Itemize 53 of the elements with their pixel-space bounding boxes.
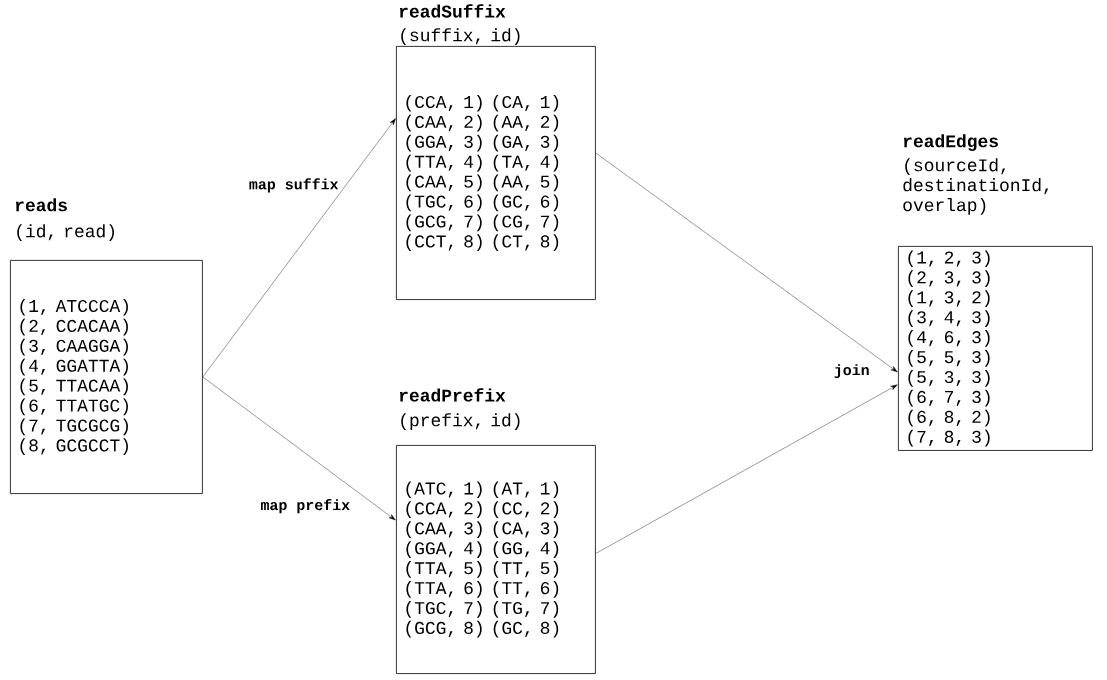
table-box: (ATC, 1) (AT, 1) (CCA, 2) (CC, 2) (CAA, 3) (CA, 3) (GGA, 4) (GG, 4) (TTA, 5) (TT, 5) (TTA, 6) (TT, 6) (TGC, 7) (TG, 7) (GCG, 8) (GC, 8) — [396, 445, 596, 674]
node-label: (5, 3, 3) — [908, 369, 990, 387]
table-title: readPrefix — [399, 388, 506, 402]
node-label: (7, TGCGCG) — [20, 418, 128, 436]
table-box: (1, ATCCCA) (2, CCACAA) (3, CAAGGA) (4, GGATTA) (5, TTACAA) (6, TTATGC) (7, TGCGCG) (8, GCGCCT) — [10, 260, 203, 494]
node-label: (8, GCGCCT) — [20, 438, 128, 456]
node-label: (2, CCACAA) — [20, 318, 128, 336]
node-label: (4, GGATTA) — [20, 358, 128, 376]
node-label: (1, ATCCCA) — [20, 298, 128, 316]
arrow — [202, 118, 396, 378]
node-label: (TGC, 7) (TG, 7) — [406, 600, 559, 618]
node-label: (3, 4, 3) — [908, 310, 990, 327]
node-label: (6, 8, 2) — [908, 409, 990, 427]
node-label: (4, 6, 3) — [908, 330, 990, 347]
table-title: readSuffix — [399, 4, 506, 18]
node-label: (TTA, 6) (TT, 6) — [406, 581, 559, 598]
edge-label: join — [832, 363, 871, 380]
node-label: (7, 8, 3) — [908, 429, 990, 447]
column-names: (prefix, id) — [401, 413, 520, 430]
arrow — [595, 384, 898, 554]
table-title: reads — [15, 198, 67, 212]
node-label: (3, CAAGGA) — [20, 338, 128, 356]
node-label: (CAA, 2) (AA, 2) — [406, 114, 559, 132]
node-label: (6, TTATGC) — [20, 398, 128, 416]
node-label: (GCG, 8) (GC, 8) — [406, 620, 559, 638]
node-label: (5, 5, 3) — [908, 350, 990, 367]
node-label: (TGC, 6) (GC, 6) — [406, 194, 559, 212]
node-label: (ATC, 1) (AT, 1) — [406, 481, 559, 499]
node-label: (5, TTACAA) — [20, 378, 128, 396]
node-label: (2, 3, 3) — [908, 270, 990, 288]
table-box: (1, 2, 3) (2, 3, 3) (1, 3, 2) (3, 4, 3) (4, 6, 3) (5, 5, 3) (5, 3, 3) (6, 7, 3) (6, 8, 2) (7, 8, 3) — [898, 246, 1093, 451]
edge-label: map prefix — [259, 498, 352, 515]
node-label: (GCG, 7) (CG, 7) — [406, 214, 559, 232]
node-label: (GGA, 3) (GA, 3) — [406, 134, 559, 152]
table-box: (CCA, 1) (CA, 1) (CAA, 2) (AA, 2) (GGA, 3) (GA, 3) (TTA, 4) (TA, 4) (CAA, 5) (AA, 5) (TGC, 6) (GC, 6) (GCG, 7) (CG, 7) (CCT, 8) (CT, 8) — [396, 46, 596, 300]
column-names: (suffix, id) — [401, 28, 520, 45]
node-label: (CAA, 5) (AA, 5) — [406, 174, 559, 192]
table-title: readEdges — [903, 134, 998, 151]
node-label: (CAA, 3) (CA, 3) — [406, 521, 559, 538]
edge-label: map suffix — [247, 177, 340, 194]
node-label: (CCA, 1) (CA, 1) — [406, 94, 559, 112]
node-label: (TTA, 5) (TT, 5) — [406, 561, 559, 578]
arrow — [202, 376, 396, 521]
node-label: (CCA, 2) (CC, 2) — [406, 501, 559, 519]
node-label: (CCT, 8) (CT, 8) — [406, 234, 559, 252]
node-label: (TTA, 4) (TA, 4) — [406, 154, 559, 172]
node-label: (6, 7, 3) — [908, 389, 990, 407]
column-names: (id, read) — [17, 224, 114, 241]
arrow — [595, 152, 898, 373]
node-label: (1, 3, 2) — [908, 290, 990, 307]
node-label: (1, 2, 3) — [908, 250, 990, 268]
node-label: (GGA, 4) (GG, 4) — [406, 541, 559, 558]
column-names: (sourceId, destinationId, overlap) — [903, 158, 1049, 215]
